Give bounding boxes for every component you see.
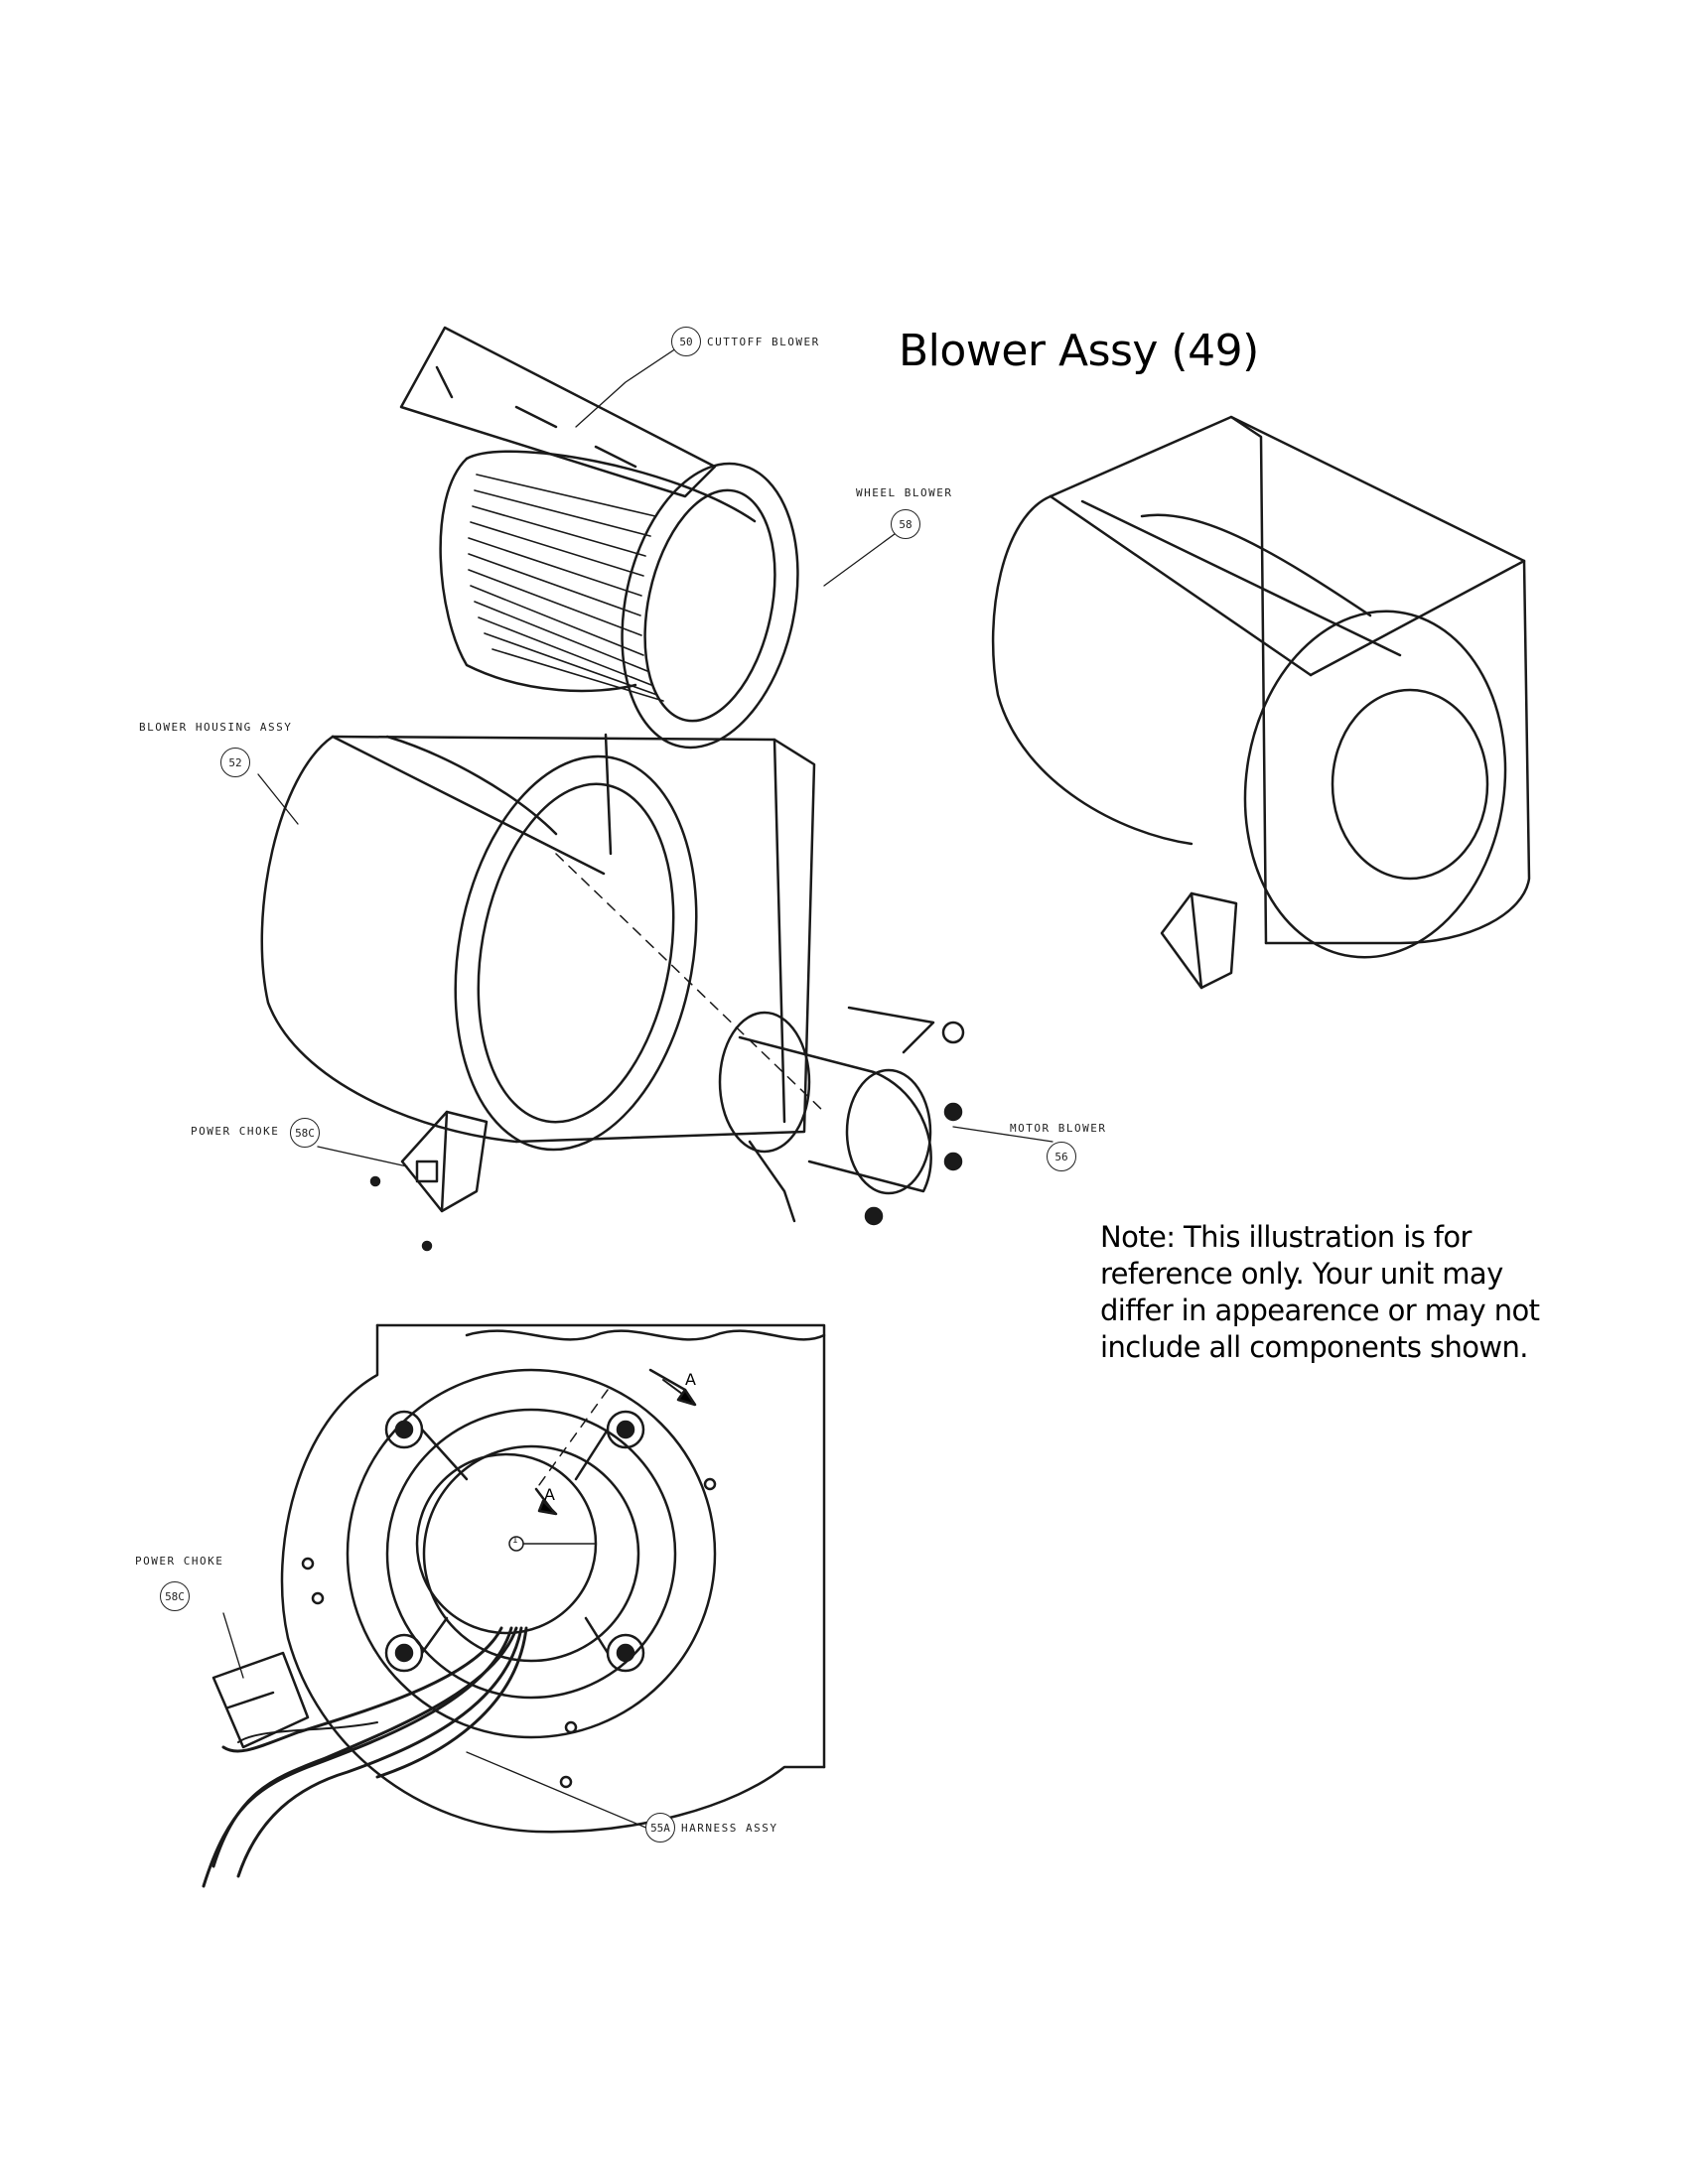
- center-marker: 1: [512, 1536, 518, 1546]
- callout-label-choke-bottom: POWER CHOKE: [135, 1555, 224, 1568]
- motor-blower-exploded: [718, 1006, 965, 1226]
- callout-label-motor: MOTOR BLOWER: [1010, 1122, 1107, 1135]
- callout-label-cutoff: CUTTOFF BLOWER: [707, 336, 820, 348]
- blower-housing-exploded: [260, 733, 816, 1152]
- section-marker-a-center: A: [544, 1485, 555, 1504]
- callout-number-motor: 56: [1047, 1142, 1076, 1171]
- callout-label-harness: HARNESS ASSY: [681, 1822, 778, 1835]
- callout-label-choke-top: POWER CHOKE: [191, 1125, 280, 1138]
- callout-number-wheel: 58: [891, 509, 920, 539]
- note-line: reference only. Your unit may: [1100, 1257, 1503, 1291]
- callout-number-choke-bottom: 58C: [160, 1581, 190, 1611]
- power-choke-exploded: [369, 1110, 489, 1252]
- cutoff-blower-plate: [399, 326, 717, 498]
- callout-number-choke-top: 58C: [290, 1118, 320, 1148]
- note-line: differ in appearence or may not: [1100, 1294, 1540, 1327]
- callout-number-cutoff: 50: [671, 327, 701, 356]
- section-marker-a-top: A: [685, 1370, 696, 1389]
- blower-assembled-view: [991, 415, 1531, 990]
- blower-wheel: [439, 450, 799, 750]
- callout-number-housing: 52: [220, 748, 250, 777]
- blower-front-view: [202, 1323, 826, 1888]
- note-line: include all components shown.: [1100, 1330, 1529, 1364]
- callout-label-wheel: WHEEL BLOWER: [856, 486, 953, 499]
- reference-note: Note: This illustration is for reference…: [1100, 1219, 1567, 1366]
- callout-number-harness: 55A: [645, 1813, 675, 1843]
- note-line: Note: This illustration is for: [1100, 1220, 1472, 1254]
- diagram-title: Blower Assy (49): [899, 326, 1259, 376]
- callout-label-housing: BLOWER HOUSING ASSY: [139, 721, 293, 734]
